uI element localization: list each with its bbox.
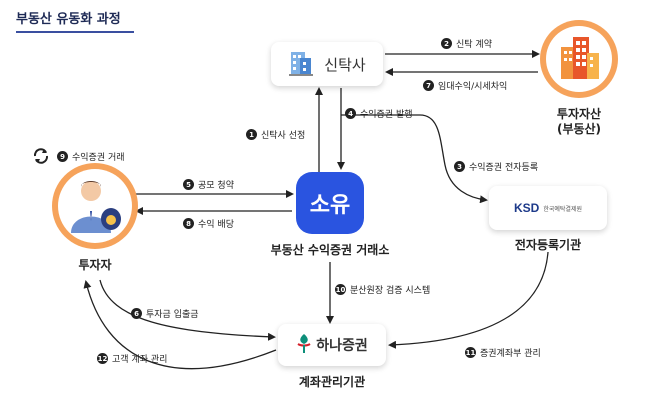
skyscraper-icon — [557, 33, 601, 85]
step-text: 분산원장 검증 시스템 — [350, 286, 431, 296]
ksd-sub-logo: 한국예탁결제원 — [543, 205, 582, 213]
step-badge: 10 — [335, 284, 346, 295]
ksd-logo: KSD — [514, 201, 540, 215]
step-text: 신탁 계약 — [456, 40, 492, 50]
title-underline — [16, 31, 134, 33]
hana-node: 하나증권 — [278, 324, 386, 366]
hana-logo-icon — [296, 332, 312, 358]
step-1: 1 신탁사 선정 — [246, 128, 305, 141]
step-badge: 9 — [57, 151, 68, 162]
arrow-3 — [341, 114, 488, 204]
exchange-logo: 소유 — [296, 172, 364, 234]
step-badge: 3 — [454, 161, 465, 172]
step-text: 수익증권 거래 — [72, 153, 125, 163]
exchange-logo-text: 소유 — [309, 193, 351, 218]
step-12: 12 고객 계좌 관리 — [97, 352, 167, 365]
building-icon — [288, 48, 314, 80]
arrow-11 — [388, 251, 549, 349]
step-5: 5 공모 청약 — [183, 178, 234, 191]
step-badge: 12 — [97, 353, 108, 364]
step-8: 8 수익 배당 — [183, 217, 234, 230]
hana-logo-text: 하나증권 — [316, 338, 368, 354]
step-text: 수익증권 발행 — [360, 110, 413, 120]
exchange-label: 부동산 수익증권 거래소 — [270, 243, 390, 257]
investor-icon — [67, 175, 123, 237]
step-badge: 6 — [131, 308, 142, 319]
asset-label: 투자자산 (부동산) — [556, 107, 602, 136]
step-badge: 2 — [441, 38, 452, 49]
step-badge: 4 — [345, 108, 356, 119]
ksd-label: 전자등록기관 — [514, 238, 582, 252]
step-text: 고객 계좌 관리 — [112, 355, 168, 365]
step-6: 6 투자금 입출금 — [131, 307, 199, 320]
step-badge: 7 — [423, 80, 434, 91]
step-text: 공모 청약 — [198, 181, 234, 191]
step-11: 11 증권계좌부 관리 — [465, 346, 541, 359]
step-text: 투자금 입출금 — [146, 310, 199, 320]
step-2: 2 신탁 계약 — [441, 37, 492, 50]
step-text: 증권계좌부 관리 — [480, 349, 541, 359]
trust-company-label: 신탁사 — [324, 55, 366, 74]
trust-company-node: 신탁사 — [271, 42, 383, 86]
step-text: 신탁사 선정 — [261, 131, 306, 141]
arrow-6 — [99, 279, 276, 341]
step-text: 수익 배당 — [198, 220, 234, 230]
step-7: 7 임대수익/시세차익 — [423, 79, 507, 92]
step-badge: 8 — [183, 218, 194, 229]
step-text: 수익증권 전자등록 — [469, 163, 539, 173]
investor-label: 투자자 — [78, 258, 112, 272]
page-title: 부동산 유동화 과정 — [16, 12, 121, 27]
investor-node — [52, 163, 138, 249]
step-badge: 1 — [246, 129, 257, 140]
step-badge: 11 — [465, 347, 476, 358]
step-10: 10 분산원장 검증 시스템 — [335, 283, 430, 296]
step-9: 9 수익증권 거래 — [57, 150, 125, 163]
step-badge: 5 — [183, 179, 194, 190]
ksd-node: KSD 한국예탁결제원 — [489, 186, 607, 230]
step-text: 임대수익/시세차익 — [438, 82, 508, 92]
asset-node — [540, 20, 618, 98]
step-3: 3 수익증권 전자등록 — [454, 160, 538, 173]
hana-label: 계좌관리기관 — [298, 375, 366, 389]
arrow-12 — [83, 280, 277, 370]
step-4: 4 수익증권 발행 — [345, 107, 413, 120]
refresh-icon — [32, 147, 50, 169]
